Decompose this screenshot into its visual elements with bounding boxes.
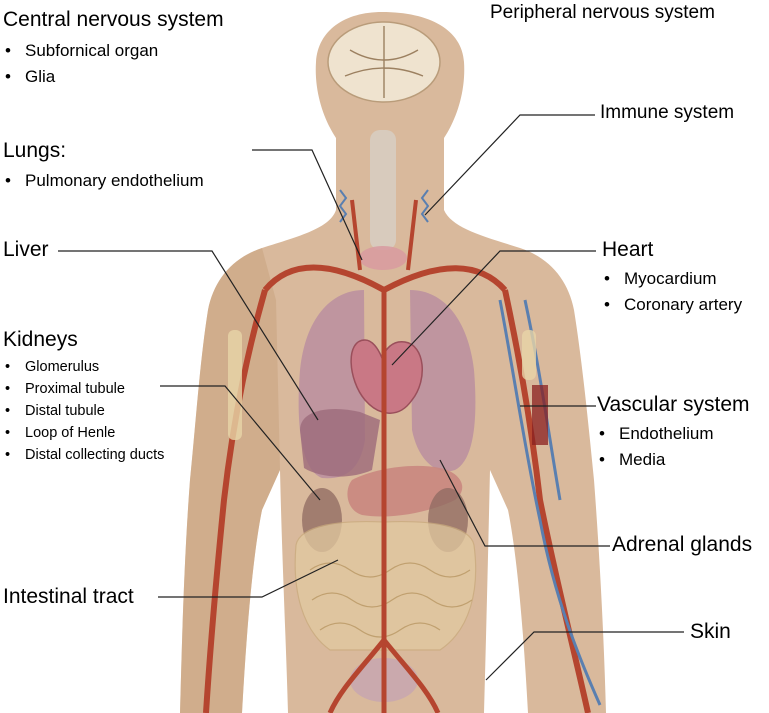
leader-heart <box>391 250 596 366</box>
artery-legs <box>327 638 441 713</box>
adrenal-title: Adrenal glands <box>612 533 753 556</box>
thyroid <box>359 246 407 270</box>
leader-skin <box>485 631 684 681</box>
arm-bone-left <box>522 330 536 380</box>
artery-left-arm <box>502 289 591 713</box>
artery-right-arm <box>203 289 268 713</box>
arm-bone-right <box>228 330 242 440</box>
cns-item: Glia <box>3 64 158 90</box>
leader-kidneys <box>160 385 321 501</box>
kidneys-item: Proximal tubule <box>3 378 164 400</box>
immune-title: Immune system <box>600 102 735 123</box>
kidneys-item: Loop of Henle <box>3 422 164 444</box>
leader-immune <box>424 114 595 216</box>
heart-title: Heart <box>602 238 654 261</box>
leader-liver <box>58 250 319 421</box>
lymph-neck <box>338 189 430 223</box>
intestinal-title: Intestinal tract <box>3 585 134 608</box>
kidneys-title: Kidneys <box>3 328 78 351</box>
kidneys-item: Distal tubule <box>3 400 164 422</box>
kidneys-list: Glomerulus Proximal tubule Distal tubule… <box>3 356 164 466</box>
artery-neck <box>350 199 418 271</box>
vascular-item: Media <box>597 447 714 473</box>
liver <box>300 409 380 477</box>
lungs-list: Pulmonary endothelium <box>3 168 204 194</box>
pns-title: Peripheral nervous system <box>490 2 715 23</box>
cns-title: Central nervous system <box>3 8 224 31</box>
heart-item: Coronary artery <box>602 292 742 318</box>
vascular-title: Vascular system <box>597 393 750 416</box>
lungs-title: Lungs: <box>3 139 67 162</box>
intestine-folds <box>309 562 473 638</box>
skin-title: Skin <box>690 620 731 643</box>
liver-title: Liver <box>3 238 49 261</box>
leader-lungs <box>252 149 363 261</box>
leader-adrenal <box>439 459 610 547</box>
brain-fissure <box>344 26 424 98</box>
leader-intestinal <box>158 559 339 598</box>
heart-item: Myocardium <box>602 266 742 292</box>
left-arm-shading <box>180 248 280 713</box>
artery-arch <box>262 264 508 293</box>
lungs-item: Pulmonary endothelium <box>3 168 204 194</box>
kidneys-item: Glomerulus <box>3 356 164 378</box>
cns-list: Subfornical organ Glia <box>3 38 158 90</box>
vascular-list: Endothelium Media <box>597 421 714 473</box>
lung-left <box>410 290 476 472</box>
heart-list: Myocardium Coronary artery <box>602 266 742 318</box>
vascular-item: Endothelium <box>597 421 714 447</box>
humerus-left <box>532 385 548 445</box>
kidneys-item: Distal collecting ducts <box>3 444 164 466</box>
leader-lines <box>58 114 684 681</box>
cns-item: Subfornical organ <box>3 38 158 64</box>
trachea <box>370 130 396 250</box>
